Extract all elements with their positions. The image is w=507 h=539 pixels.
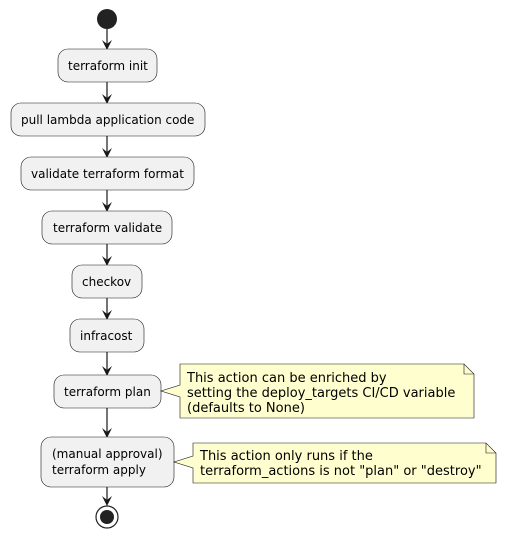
activity-label: terraform init: [68, 59, 148, 73]
activity-infracost: infracost: [69, 318, 145, 353]
activity-label: validate terraform format: [31, 167, 184, 181]
note-line: This action only runs if the: [199, 449, 373, 464]
activity-terraform-plan: terraform plan: [53, 374, 162, 409]
note-line: setting the deploy_targets CI/CD variabl…: [187, 386, 455, 401]
start-node: [97, 9, 117, 29]
activity-label: terraform plan: [64, 385, 151, 399]
activity-terraform-validate: terraform validate: [41, 210, 173, 245]
activity-pull-lambda-code: pull lambda application code: [10, 102, 206, 137]
activity-label-line-1: (manual approval): [52, 447, 163, 461]
activity-label-line-2: terraform apply: [52, 463, 146, 477]
activity-label: pull lambda application code: [21, 113, 194, 127]
note-terraform-actions: This action only runs if the terraform_a…: [173, 442, 497, 484]
note-line: This action can be enriched by: [186, 371, 387, 386]
activity-terraform-apply: (manual approval) terraform apply: [40, 436, 175, 488]
activity-terraform-init: terraform init: [57, 48, 158, 83]
end-node: [95, 505, 119, 529]
note-deploy-targets: This action can be enriched by setting t…: [160, 363, 475, 419]
note-line: (defaults to None): [187, 401, 305, 416]
activity-label: infracost: [80, 329, 133, 343]
activity-validate-format: validate terraform format: [20, 156, 195, 191]
activity-label: checkov: [82, 275, 131, 289]
activity-label: terraform validate: [53, 221, 162, 235]
activity-checkov: checkov: [71, 264, 143, 299]
note-line: terraform_actions is not "plan" or "dest…: [200, 464, 482, 479]
